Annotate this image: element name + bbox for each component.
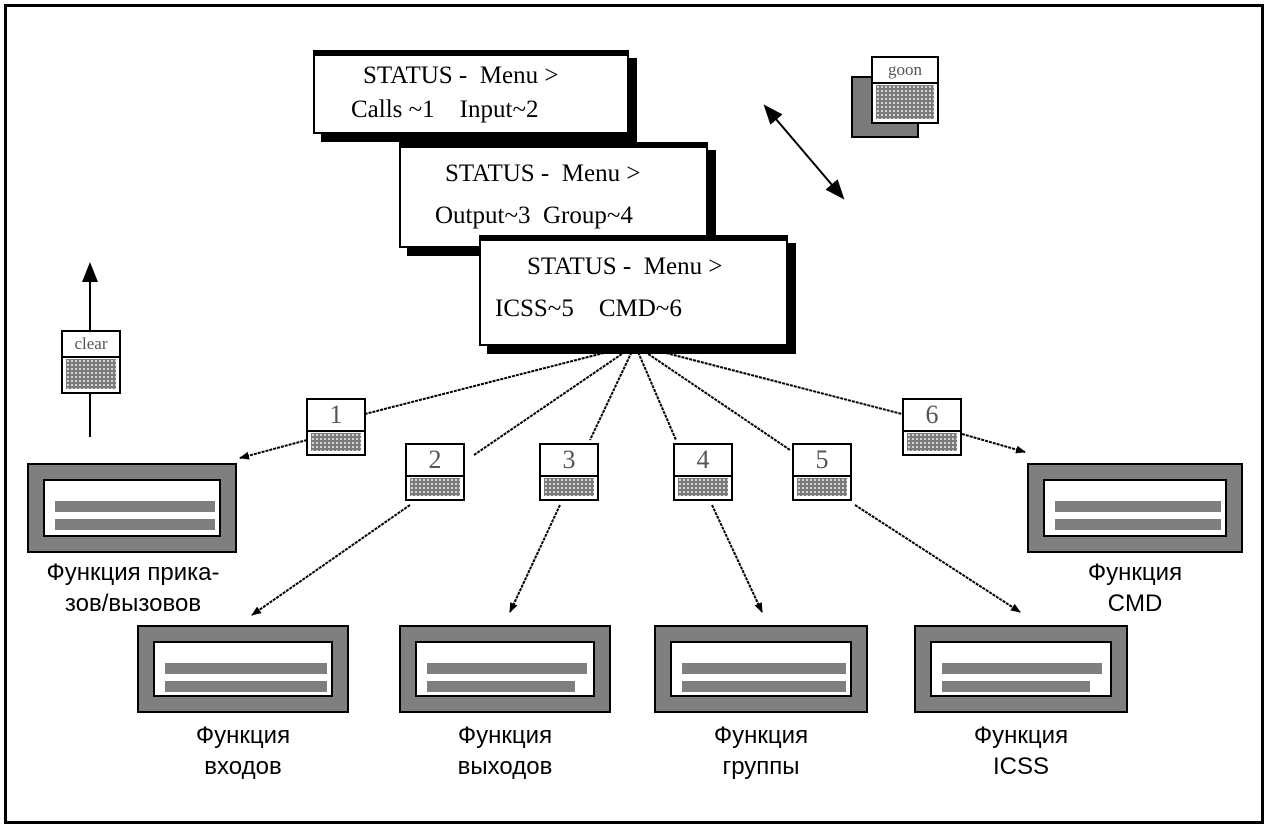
group-function-label-line2: группы [722, 753, 800, 780]
arrow-key5-icss [854, 504, 1021, 613]
status-menu-2-title: STATUS - Menu > [445, 160, 641, 187]
arrow-key2-input [251, 504, 411, 616]
key-2-label: 2 [407, 445, 463, 477]
input-function-screen [137, 625, 349, 713]
goon-key-label: goon [873, 58, 937, 84]
key-1-label: 1 [308, 400, 364, 432]
key-6[interactable]: 6 [902, 398, 962, 456]
status-menu-2-options: Output~3 Group~4 [435, 202, 633, 229]
key-1[interactable]: 1 [306, 398, 366, 456]
icss-function-label: Функция ICSS [921, 720, 1121, 782]
group-function-screen [654, 625, 868, 713]
key-3[interactable]: 3 [539, 443, 599, 501]
icss-function-label-line1: Функция [973, 722, 1069, 749]
status-menu-2: STATUS - Menu > Output~3 Group~4 [399, 142, 708, 248]
key-3-label: 3 [541, 445, 597, 477]
status-menu-1-options: Calls ~1 Input~2 [351, 96, 539, 123]
status-menu-3: STATUS - Menu > ICSS~5 CMD~6 [479, 235, 788, 346]
link-hub-key1 [364, 344, 636, 415]
calls-function-label-line2: зов/вызовов [64, 590, 202, 617]
cmd-function-label: Функция CMD [1035, 557, 1235, 619]
key-4[interactable]: 4 [673, 443, 733, 501]
key-5-label: 5 [794, 445, 850, 477]
group-function-label: Функция группы [661, 720, 861, 782]
arrow-key1-calls [239, 439, 308, 460]
link-hub-key3 [589, 344, 636, 441]
key-2[interactable]: 2 [405, 443, 465, 501]
clear-key[interactable]: clear [61, 330, 121, 394]
goon-key[interactable]: goon [851, 56, 941, 138]
link-hub-key2 [473, 344, 636, 456]
clear-key-label: clear [63, 332, 119, 358]
calls-function-label-line1: Функция прика- [46, 559, 220, 586]
goon-double-arrow [763, 104, 845, 200]
cmd-function-label-line1: Функция [1087, 559, 1183, 586]
input-function-label: Функция входов [143, 720, 343, 782]
link-hub-key5 [634, 344, 791, 451]
icss-function-label-line2: ICSS [992, 753, 1049, 780]
calls-function-label: Функция прика- зов/вызовов [8, 557, 258, 619]
arrow-key6-cmd [961, 433, 1026, 454]
calls-function-screen [27, 463, 237, 553]
output-function-screen [399, 625, 611, 713]
output-function-label-line2: выходов [457, 753, 553, 780]
arrow-key3-output [509, 504, 561, 613]
icss-function-screen [914, 625, 1128, 713]
connector-lines [82, 104, 1026, 616]
key-6-label: 6 [904, 400, 960, 432]
arrow-key4-group [711, 504, 763, 613]
link-hub-key6 [634, 344, 903, 415]
output-function-label: Функция выходов [405, 720, 605, 782]
status-menu-1-title: STATUS - Menu > [363, 62, 559, 89]
cmd-function-screen [1027, 463, 1243, 553]
input-function-label-line1: Функция [195, 722, 291, 749]
status-menu-1: STATUS - Menu > Calls ~1 Input~2 [313, 50, 629, 134]
key-5[interactable]: 5 [792, 443, 852, 501]
status-menu-3-options: ICSS~5 CMD~6 [495, 295, 682, 322]
link-hub-key4 [634, 344, 677, 441]
input-function-label-line2: входов [204, 753, 282, 780]
status-menu-3-title: STATUS - Menu > [527, 253, 723, 280]
group-function-label-line1: Функция [713, 722, 809, 749]
key-4-label: 4 [675, 445, 731, 477]
cmd-function-label-line2: CMD [1107, 590, 1163, 617]
output-function-label-line1: Функция [457, 722, 553, 749]
